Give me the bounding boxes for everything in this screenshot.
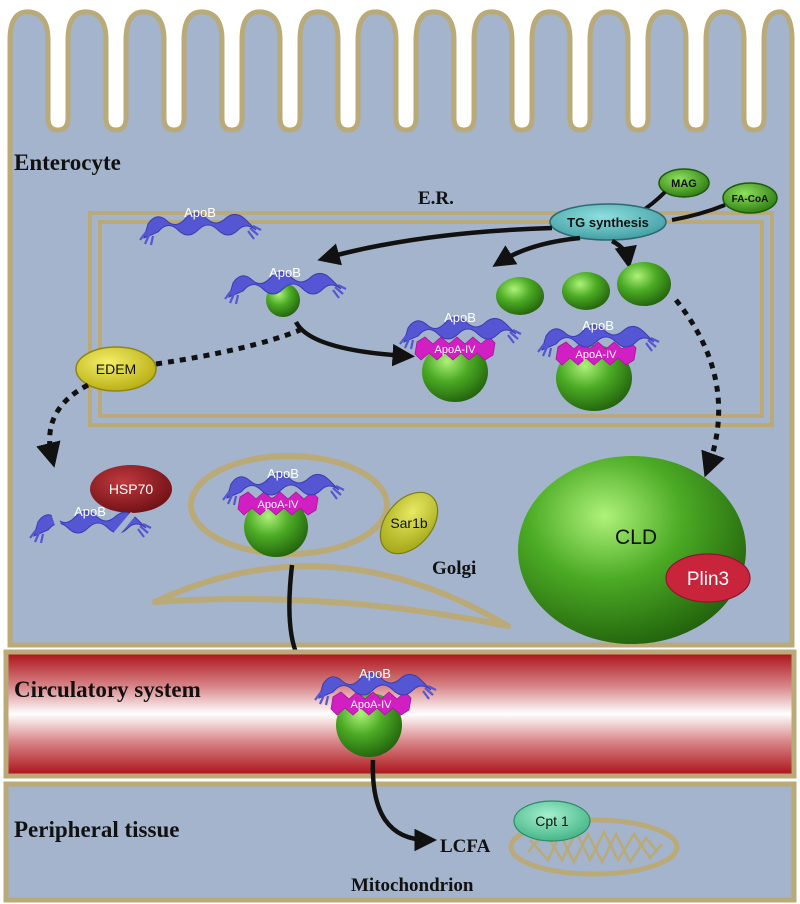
apob-label: ApoB [582, 318, 614, 333]
lipid-droplet [562, 272, 610, 310]
apob-degraded: ApoB [28, 504, 153, 545]
lcfa-arrow [370, 759, 437, 852]
apob-free: ApoB [138, 205, 263, 247]
cld-label: CLD [615, 526, 657, 549]
er-label: E.R. [418, 188, 454, 209]
enterocyte-label: Enterocyte [14, 150, 121, 175]
apob-label: ApoB [267, 466, 299, 481]
lipoprotein-er-1: ApoA-IV ApoB [398, 310, 523, 402]
cld-dotted-arrow [674, 298, 725, 478]
facoa-label: FA-CoA [732, 194, 769, 205]
edem-dotted-link [155, 327, 301, 367]
apob-lipid-nascent: ApoB [223, 265, 348, 317]
cpt1-label: Cpt 1 [535, 813, 569, 829]
hsp70-label: HSP70 [109, 481, 154, 497]
edem-label: EDEM [96, 361, 136, 377]
apoa4-label: ApoA-IV [435, 344, 477, 356]
cpt1-enzyme: Cpt 1 [513, 800, 591, 842]
circulatory-label: Circulatory system [14, 677, 201, 702]
cytosolic-lipid-droplet: CLD [518, 456, 746, 644]
apoa4-label: ApoA-IV [576, 349, 618, 361]
mag-label: MAG [671, 178, 697, 190]
lipidation-arrow [293, 320, 415, 367]
sar1b-label: Sar1b [390, 515, 428, 531]
plin3-protein: Plin3 [665, 553, 751, 603]
lcfa-label: LCFA [440, 836, 491, 857]
lipid-droplet [496, 277, 544, 315]
plin3-label: Plin3 [687, 569, 729, 590]
tg-synthesis-node: TG synthesis [549, 203, 667, 241]
apob-label: ApoB [444, 310, 476, 325]
tg-synthesis-label: TG synthesis [567, 215, 649, 230]
sar1b-protein: Sar1b [379, 491, 439, 555]
tg-arrows [317, 225, 637, 269]
apoa4-label: ApoA-IV [258, 499, 300, 511]
apob-label: ApoB [184, 205, 216, 220]
er-compartment [88, 211, 774, 427]
edem-protein: EDEM [75, 346, 157, 392]
peripheral-label: Peripheral tissue [14, 817, 179, 842]
mag-molecule: MAG [658, 168, 710, 198]
hsp70-protein: HSP70 [90, 465, 172, 513]
apob-label: ApoB [74, 504, 106, 519]
apob-label: ApoB [269, 265, 301, 280]
lipid-droplet [617, 262, 671, 306]
lipoprotein-circulating: ApoA-IV ApoB [313, 666, 438, 757]
lipoprotein-er-2: ApoA-IV ApoB [536, 318, 661, 411]
facoa-molecule: FA-CoA [722, 182, 778, 214]
mitochondrion-label: Mitochondrion [351, 875, 474, 896]
apob-label: ApoB [359, 666, 391, 681]
lipoprotein-golgi: ApoA-IV ApoB [221, 466, 346, 557]
apoa4-label: ApoA-IV [351, 699, 393, 711]
golgi-label: Golgi [432, 558, 476, 579]
